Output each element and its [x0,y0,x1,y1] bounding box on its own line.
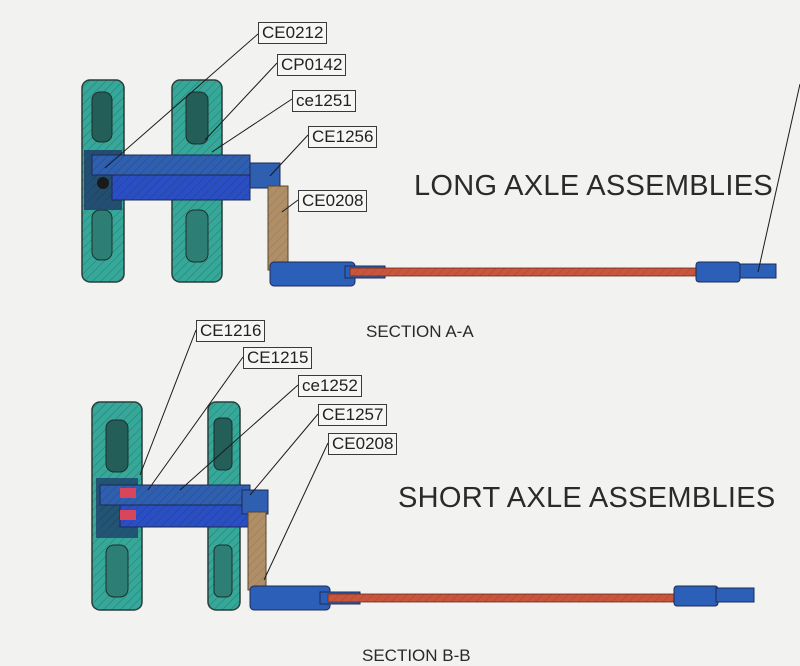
short-axle-heading: SHORT AXLE ASSEMBLIES [398,482,776,514]
callout-long-part-3: ce1251 [292,90,356,112]
long-axle-rod [269,261,777,287]
long-axle-assembly [81,33,800,287]
section-a-label: SECTION A-A [366,322,474,341]
callout-short-part-2: CE1215 [243,347,313,369]
callout-long-part-2: CP0142 [277,54,347,76]
long-hub [91,154,281,201]
short-axle-rod [249,585,755,611]
long-leader-lines [104,33,800,273]
long-axle-heading: LONG AXLE ASSEMBLIES [414,170,773,202]
callout-short-part-1: CE1216 [196,320,266,342]
short-crank-arm [247,511,267,591]
section-b-label: SECTION B-B [362,646,471,665]
callout-short-part-3: ce1252 [298,375,362,397]
callout-short-part-4: CE1257 [318,404,388,426]
callout-short-part-5: CE0208 [328,433,398,455]
callout-long-part-4: CE1256 [308,126,378,148]
callout-long-part-1: CE0212 [258,22,328,44]
long-crank-arm [267,185,289,271]
short-axle-assembly [91,329,755,611]
callout-long-part-5: CE0208 [298,190,368,212]
short-hub [99,484,269,528]
short-leader-lines [139,329,329,581]
